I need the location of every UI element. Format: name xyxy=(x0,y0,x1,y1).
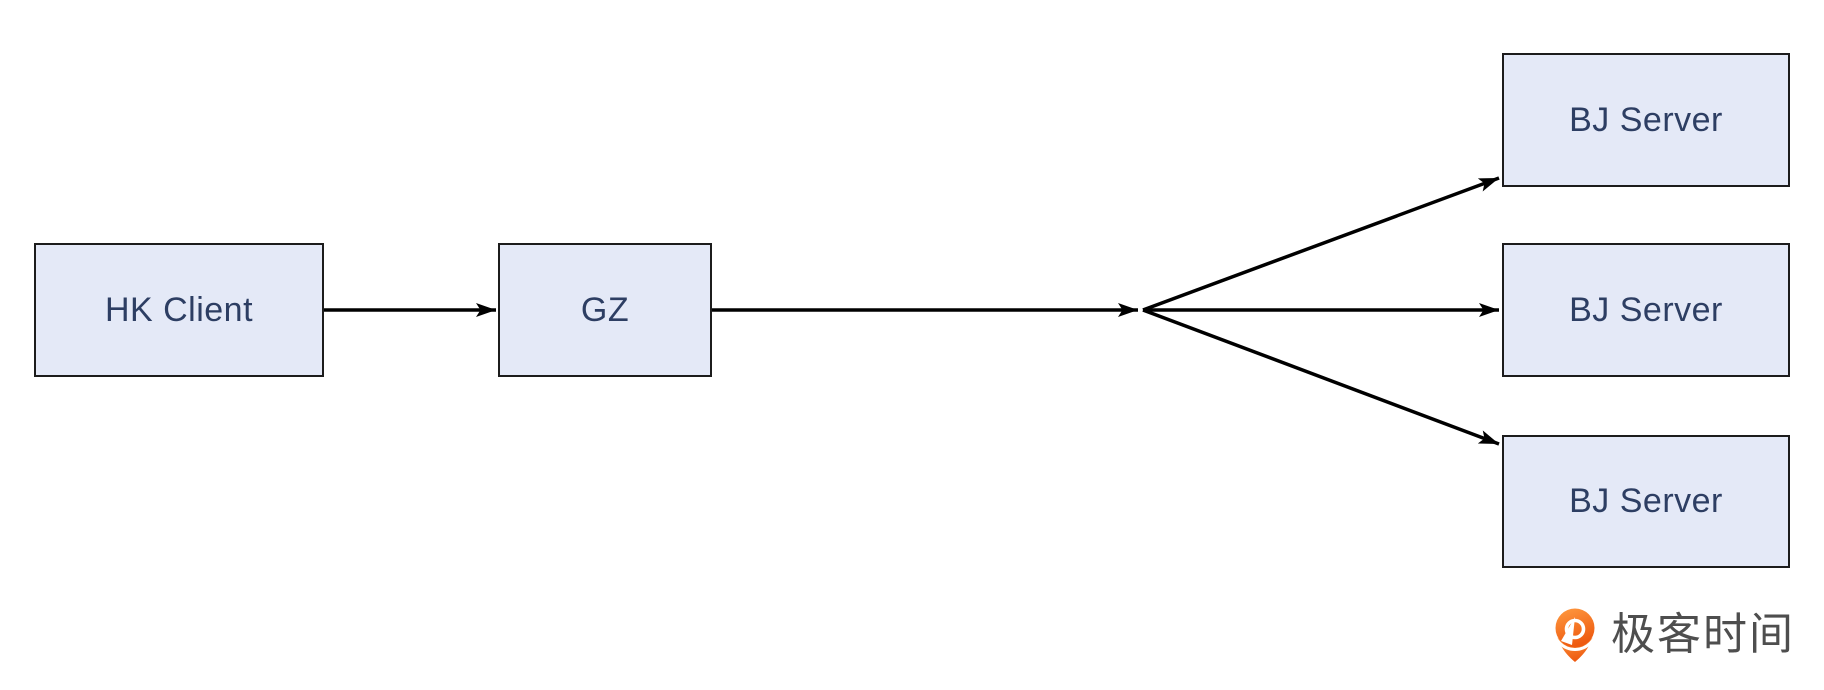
geektime-pin-icon xyxy=(1552,606,1598,662)
geektime-logo-text: 极客时间 xyxy=(1611,610,1795,659)
node-hk-client: HK Client xyxy=(34,243,324,377)
geektime-logo: 极客时间 xyxy=(1551,603,1795,667)
node-gz-label: GZ xyxy=(580,290,630,329)
node-hk-client-label: HK Client xyxy=(104,290,254,329)
node-bj-server-3-label: BJ Server xyxy=(1569,482,1723,520)
node-bj-server-3: BJ Server xyxy=(1502,435,1790,568)
edge-fan-out-to-bj-server-1 xyxy=(1142,176,1500,312)
node-bj-server-2-label: BJ Server xyxy=(1569,290,1723,329)
node-bj-server-1: BJ Server xyxy=(1502,53,1790,187)
node-bj-server-2: BJ Server xyxy=(1502,243,1790,377)
node-gz: GZ xyxy=(498,243,712,377)
edge-fan-out-to-bj-server-3 xyxy=(1142,308,1500,446)
node-bj-server-1-label: BJ Server xyxy=(1569,100,1723,139)
